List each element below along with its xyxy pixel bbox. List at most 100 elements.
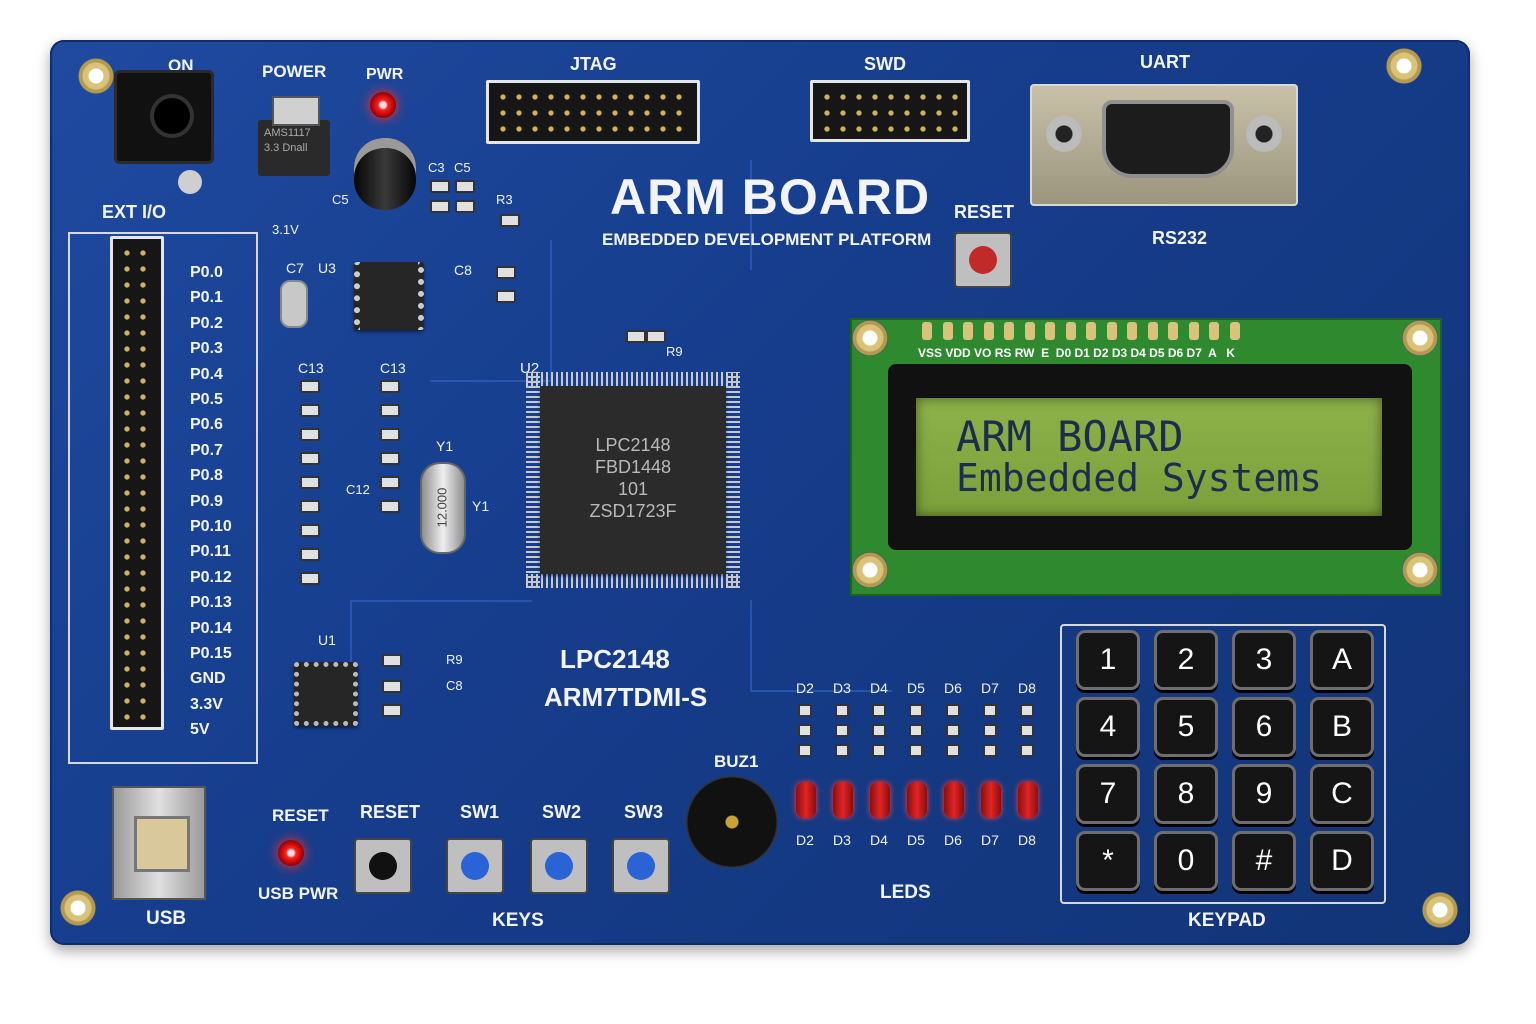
crystal-marking: 12.000 [434,487,450,528]
sw3-button[interactable] [612,838,670,894]
lcd-module: VSS VDD VO RS RW E D0 D1 D2 D3 D4 D5 D6 … [850,318,1442,596]
component-ref: C8 [454,262,472,278]
ic-u3 [354,262,424,330]
component-ref: Y1 [436,438,454,454]
ext-io-pin-label: 3.3V [190,695,223,713]
keypad-key[interactable]: 0 [1154,831,1218,891]
keypad-key[interactable]: 8 [1154,764,1218,824]
regulator-tab [272,96,320,126]
led-resistor [1020,704,1034,717]
led-resistor [983,704,997,717]
led-ref-bottom: D6 [944,832,962,848]
ext-io-pin-label: P0.7 [190,441,223,459]
led-ref-bottom: D3 [833,832,851,848]
ext-io-pin-label: P0.0 [190,264,223,281]
led-resistor [872,724,886,737]
core-label: ARM7TDMI-S [544,682,708,712]
regulator-marking: 3.3 Dnall [264,142,308,154]
dc-power-jack[interactable] [114,70,214,194]
ext-io-pin-label: P0.10 [190,518,232,535]
smd-part [496,266,516,279]
led-resistor [798,724,812,737]
lcd-line-2: Embedded Systems [956,456,1323,500]
keypad-key[interactable]: * [1076,831,1140,891]
chip-marking: FBD1448 [594,457,672,477]
uart-label: UART [1140,52,1190,72]
led-ref-top: D2 [796,680,814,696]
ext-io-pin-label: P0.6 [190,416,223,434]
chip-marking: LPC2148 [595,435,671,455]
usb-pwr-label: USB PWR [258,884,339,903]
pwr-label: PWR [366,66,404,83]
keypad-key[interactable]: A [1310,630,1374,690]
smd-part [300,428,320,441]
keypad-key[interactable]: 6 [1232,697,1296,757]
jtag-label: JTAG [570,54,617,74]
ext-io-pin-label: P0.5 [190,391,223,408]
keypad-key[interactable]: 1 [1076,630,1140,690]
reset-btn-label: RESET [360,802,421,822]
led-ref-top: D7 [981,680,999,696]
usb-connector[interactable] [112,786,206,900]
lcd-bezel: ARM BOARD Embedded Systems [888,364,1412,550]
keypad-key[interactable]: 7 [1076,764,1140,824]
component-ref: Y1 [472,498,490,514]
smd-part [430,180,450,193]
keypad-key[interactable]: 2 [1154,630,1218,690]
led-resistor [872,744,886,757]
component-ref: C12 [346,482,370,497]
lcd-header-pin [1127,322,1137,340]
lcd-header-pin [963,322,973,340]
sw2-button[interactable] [530,838,588,894]
reset-label: RESET [954,202,1015,222]
lcd-mount-hole [1402,552,1438,588]
usb-label: USB [146,908,187,929]
smd-part [382,654,402,667]
smd-part [380,452,400,465]
component-ref: U1 [318,632,336,648]
keypad-key[interactable]: 4 [1076,697,1140,757]
voltage-regulator: AMS1117 3.3 Dnall [258,120,330,176]
mcu-lpc2148: LPC2148 FBD1448 101 ZSD1723F [540,386,726,574]
red-led [944,782,964,818]
chip-marking: 101 [617,479,649,499]
mounting-hole [78,58,114,94]
lcd-mount-hole [1402,320,1438,356]
led-resistor [1020,724,1034,737]
keypad-key[interactable]: 9 [1232,764,1296,824]
jtag-header[interactable] [486,80,700,144]
smd-part [300,452,320,465]
pcb-board: ON POWER AMS1117 3.3 Dnall 3.1V PWR C5 C… [50,40,1470,945]
component-ref: R9 [446,652,463,667]
keypad-key[interactable]: # [1232,831,1296,891]
small-crystal [280,280,308,328]
ext-io-header[interactable] [110,236,164,730]
db9-connector[interactable] [1030,84,1298,206]
component-ref: C5 [332,192,349,207]
pcb-trace [750,600,892,692]
reset-push-button[interactable] [354,838,412,894]
sw1-label: SW1 [460,802,500,822]
regulator-marking: AMS1117 [264,127,311,139]
lcd-header-pin [1229,322,1240,340]
smd-part [380,476,400,489]
led-ref-bottom: D7 [981,832,999,848]
sw1-button[interactable] [446,838,504,894]
led-ref-top: D4 [870,680,888,696]
lcd-mount-hole [852,320,888,356]
ext-io-pin-label: P0.15 [190,645,232,662]
ext-io-pin-label: P0.13 [190,594,232,612]
keypad-key[interactable]: D [1310,831,1374,891]
reset-button[interactable] [954,232,1012,288]
keypad-key[interactable]: B [1310,697,1374,757]
buzzer-label: BUZ1 [714,752,759,771]
ext-io-pin-label: P0.1 [190,289,223,307]
smd-part [382,704,402,717]
lcd-header-pin [983,322,994,340]
keypad-key[interactable]: C [1310,764,1374,824]
keypad-key[interactable]: 3 [1232,630,1296,690]
electrolytic-capacitor [354,138,416,210]
led-ref-top: D5 [907,680,925,696]
swd-header[interactable] [810,80,970,142]
keypad-key[interactable]: 5 [1154,697,1218,757]
